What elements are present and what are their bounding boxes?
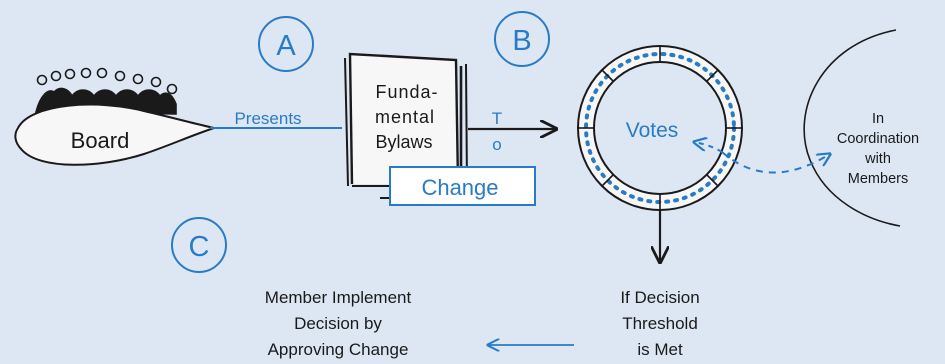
coordination-line2: Coordination: [837, 131, 919, 147]
step-marker-a: A: [258, 16, 314, 72]
coordination-line1: In: [872, 111, 884, 127]
change-label: Change: [421, 175, 498, 200]
coordination-line3: with: [864, 151, 891, 167]
bylaws-label-line1: Funda-: [375, 82, 438, 102]
implement-line1: Member Implement: [265, 288, 412, 307]
votes-label: Votes: [626, 119, 679, 142]
threshold-line1: If Decision: [620, 288, 699, 307]
to-label-o: o: [492, 135, 501, 154]
threshold-line3: is Met: [637, 340, 683, 359]
to-label-t: T: [492, 109, 502, 128]
bylaws-document: Funda- mental Bylaws: [344, 52, 468, 200]
step-marker-b: B: [494, 11, 550, 67]
threshold-text: If Decision Threshold is Met: [620, 288, 699, 359]
change-box: Change: [389, 166, 536, 206]
presents-connector: Presents: [210, 109, 342, 129]
step-marker-c-label: C: [189, 231, 210, 263]
coordination-line4: Members: [848, 171, 908, 187]
implement-line2: Decision by: [294, 314, 382, 333]
presents-label: Presents: [234, 109, 301, 128]
step-marker-a-label: A: [276, 30, 296, 62]
votes-ring: Votes: [577, 45, 743, 211]
board-label: Board: [71, 128, 130, 153]
to-arrow: T o: [468, 109, 556, 154]
board-table-shape: Board: [14, 103, 218, 166]
step-marker-c: C: [171, 217, 227, 273]
votes-ring-segments: [578, 46, 742, 210]
implement-line3: Approving Change: [268, 340, 409, 359]
step-marker-b-label: B: [512, 25, 531, 57]
threshold-line2: Threshold: [622, 314, 698, 333]
coordination-link: [694, 142, 830, 174]
implement-text: Member Implement Decision by Approving C…: [265, 288, 412, 359]
coordination-circle: In Coordination with Members: [803, 29, 919, 227]
bylaws-label-line2: mental: [375, 107, 435, 127]
bylaws-label-line3: Bylaws: [375, 132, 432, 152]
